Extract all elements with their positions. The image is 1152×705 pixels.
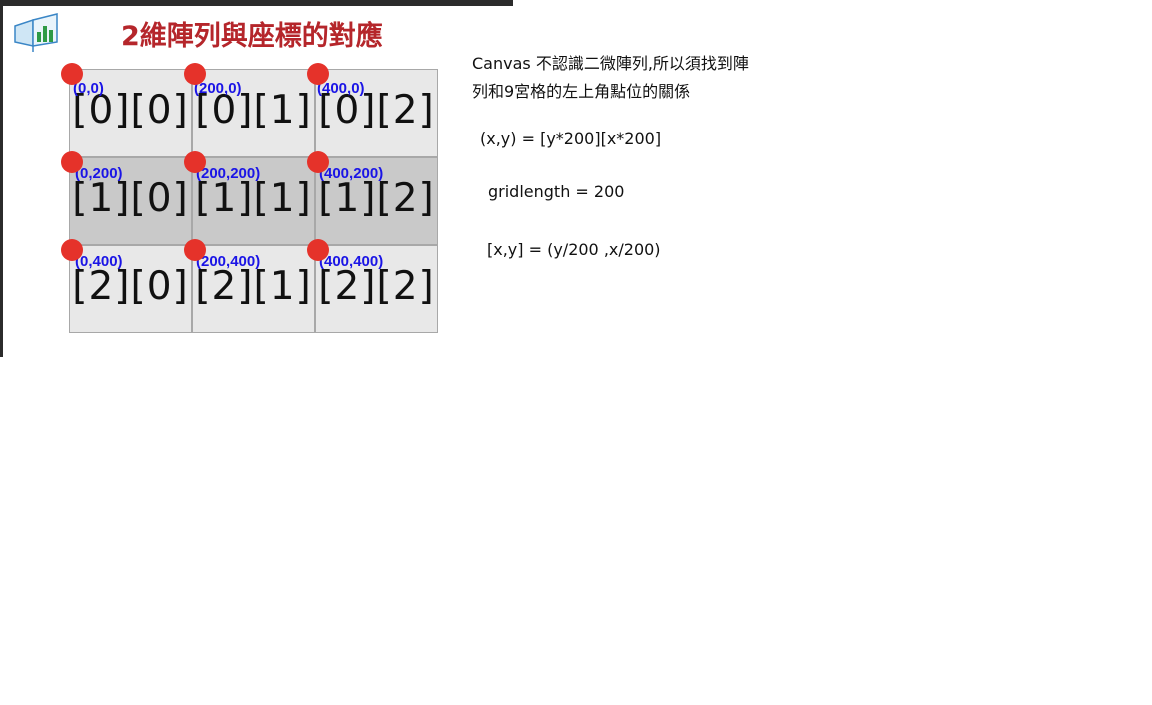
coordinate-label: (200,400) bbox=[196, 253, 261, 270]
formula-coord-to-index: [x,y] = (y/200 ,x/200) bbox=[487, 240, 661, 259]
cell-index-label: [1][0] bbox=[72, 176, 189, 221]
cell-index-label: [0][1] bbox=[195, 88, 312, 133]
grid-cell: [2][0] bbox=[69, 245, 192, 333]
cell-index-label: [1][2] bbox=[318, 176, 435, 221]
coordinate-label: (400,200) bbox=[319, 165, 384, 182]
grid-cell: [2][1] bbox=[192, 245, 315, 333]
coordinate-label: (0,0) bbox=[73, 80, 104, 97]
grid-cell: [0][0] bbox=[69, 69, 192, 157]
note-line-1: Canvas 不認識二微陣列,所以須找到陣 bbox=[472, 54, 749, 73]
cell-index-label: [1][1] bbox=[195, 176, 312, 221]
coordinate-label: (0,200) bbox=[75, 165, 123, 182]
grid-cell: [0][1] bbox=[192, 69, 315, 157]
cell-index-label: [2][0] bbox=[72, 264, 189, 309]
corner-dot bbox=[307, 63, 329, 85]
grid-cell: [0][2] bbox=[315, 69, 438, 157]
cell-index-label: [2][1] bbox=[195, 264, 312, 309]
coordinate-label: (400,0) bbox=[317, 80, 365, 97]
monitor-chart-icon bbox=[14, 13, 58, 52]
corner-dot bbox=[61, 239, 83, 261]
corner-dot bbox=[184, 63, 206, 85]
corner-dot bbox=[61, 63, 83, 85]
slide-image: 2維陣列與座標的對應 [0][0](0,0) [0][1](200,0) [0][2… bbox=[0, 0, 513, 357]
corner-dot bbox=[184, 151, 206, 173]
corner-dot bbox=[307, 239, 329, 261]
grid-cell: [2][2] bbox=[315, 245, 438, 333]
cell-index-label: [2][2] bbox=[318, 264, 435, 309]
grid-cell: [1][2] bbox=[315, 157, 438, 245]
corner-dot bbox=[61, 151, 83, 173]
coordinate-label: (200,200) bbox=[196, 165, 261, 182]
cell-index-label: [0][0] bbox=[72, 88, 189, 133]
coordinate-label: (400,400) bbox=[319, 253, 384, 270]
formula-gridlength: gridlength = 200 bbox=[488, 182, 625, 201]
grid-cell: [1][0] bbox=[69, 157, 192, 245]
corner-dot bbox=[184, 239, 206, 261]
formula-index-to-coord: (x,y) = [y*200][x*200] bbox=[480, 129, 662, 148]
grid-cell: [1][1] bbox=[192, 157, 315, 245]
corner-dot bbox=[307, 151, 329, 173]
coordinate-label: (200,0) bbox=[194, 80, 242, 97]
slide-title: 2維陣列與座標的對應 bbox=[121, 21, 383, 52]
coordinate-label: (0,400) bbox=[75, 253, 123, 270]
note-line-2: 列和9宮格的左上角點位的關係 bbox=[472, 82, 691, 101]
cell-index-label: [0][2] bbox=[318, 88, 435, 133]
